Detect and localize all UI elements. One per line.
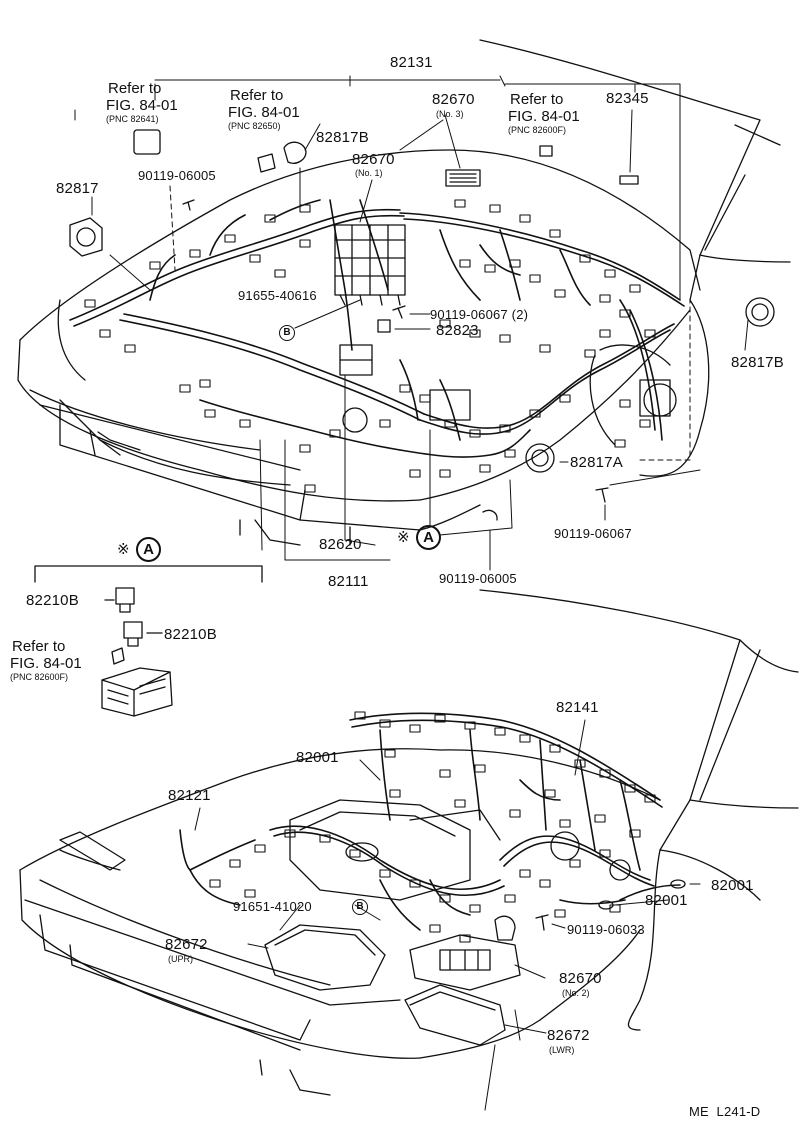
part-91655-40616: 91655-40616 [238,288,317,303]
relay-group [34,565,263,717]
part-82817: 82817 [56,180,99,197]
marker-b-bottom: B [352,899,368,915]
part-82001-a: 82001 [296,749,339,766]
part-90119-06067-2: 90119-06067 (2) [430,307,529,322]
refer-line3: (PNC 82650) [228,121,281,131]
refer-line2: FIG. 84-01 [10,655,82,672]
top-body-outline [17,39,791,546]
refer-line3: (PNC 82641) [106,114,159,124]
part-82670-no1: 82670 [352,151,395,168]
bottom-body-outline [19,589,799,1096]
part-82670-no3: 82670 [432,91,475,108]
part-82345: 82345 [606,90,649,107]
top-components [69,129,775,521]
refer-line2: FIG. 84-01 [228,104,300,121]
refer-line1: Refer to [510,91,564,108]
refer-line2: FIG. 84-01 [508,108,580,125]
part-82817b-top: 82817B [316,129,369,146]
part-82620: 82620 [319,536,362,553]
refer-line1: Refer to [108,80,162,97]
part-82210b-2: 82210B [164,626,217,643]
refer-note-82600f-top: Refer to FIG. 84-01 (PNC 82600F) [508,91,580,136]
refer-note-82600f-mid: Refer to FIG. 84-01 (PNC 82600F) [10,638,82,683]
part-82111: 82111 [328,573,369,590]
refer-note-82641: Refer to FIG. 84-01 (PNC 82641) [106,80,178,125]
refer-line1: Refer to [230,87,284,104]
part-82210b-1: 82210B [26,592,79,609]
top-connectors [84,199,656,493]
marker-star-left: ※ [117,541,130,558]
part-82001-b: 82001 [711,877,754,894]
part-91651-41020: 91651-41020 [233,899,312,914]
part-82670-no3-sub: (No. 3) [436,109,464,119]
bottom-leaders [194,719,701,1111]
part-90119-06005-bottom: 90119-06005 [439,571,517,586]
refer-line3: (PNC 82600F) [508,125,567,135]
part-82131: 82131 [390,54,433,71]
part-82670-no1-sub: (No. 1) [355,168,383,178]
part-90119-06033: 90119-06033 [567,922,645,937]
marker-b-top: B [279,325,295,341]
part-82670-no2-sub: (No. 2) [562,988,590,998]
part-82823: 82823 [436,322,479,339]
marker-star-mid: ※ [397,529,410,546]
top-leaders [74,75,749,571]
part-82141: 82141 [556,699,599,716]
marker-a-left: A [136,537,161,562]
part-90119-06005-top: 90119-06005 [138,168,216,183]
refer-line1: Refer to [12,638,66,655]
part-82672-lwr: 82672 [547,1027,590,1044]
part-82672-upr-sub: (UPR) [168,954,193,964]
part-82121: 82121 [168,787,211,804]
part-90119-06067: 90119-06067 [554,526,632,541]
part-82672-upr: 82672 [165,936,208,953]
part-82001-c: 82001 [645,892,688,909]
marker-a-mid: A [416,525,441,550]
top-harness [69,199,685,458]
part-82672-lwr-sub: (LWR) [549,1045,575,1055]
refer-line2: FIG. 84-01 [106,97,178,114]
part-82670-no2: 82670 [559,970,602,987]
bottom-harness [179,712,681,931]
refer-line3: (PNC 82600F) [10,672,69,682]
part-82817a: 82817A [570,454,623,471]
figure-code: ME L241-D [689,1104,761,1119]
refer-note-82650: Refer to FIG. 84-01 (PNC 82650) [228,87,300,132]
bottom-components [264,799,686,1046]
part-82817b-right: 82817B [731,354,784,371]
